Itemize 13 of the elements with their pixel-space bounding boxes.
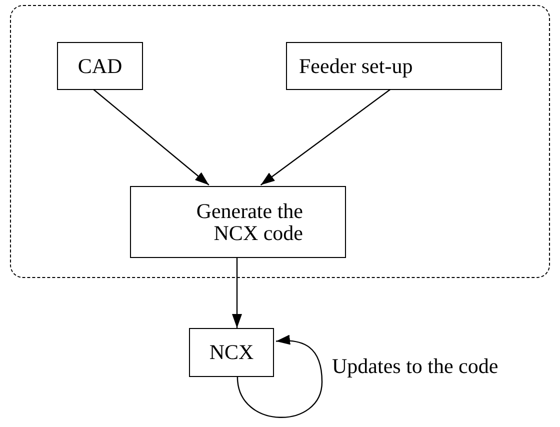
box-label: Generate the NCX code [195,200,303,244]
arrow [260,88,392,186]
dashed-group-boundary [10,5,550,278]
box-label: Feeder set-up [299,54,413,78]
arrow [232,257,242,328]
box-label: CAD [78,54,122,78]
arrow [236,335,323,418]
process-box [189,328,274,377]
arrow [92,88,210,186]
box-label: NCX [209,341,254,364]
process-box [286,42,502,90]
process-box [130,186,346,258]
process-box [57,42,143,90]
